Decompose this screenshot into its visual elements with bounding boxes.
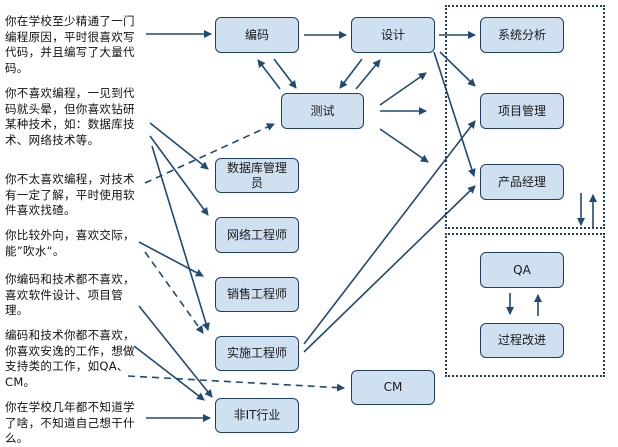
node-process-improvement: 过程改进 (480, 323, 564, 358)
edge-d2-dba (149, 122, 209, 170)
edge-testing-up (379, 72, 427, 106)
edge-design-pm (439, 51, 476, 87)
edge-testing-coding (257, 59, 281, 90)
edge-d4-impl (144, 251, 204, 334)
description-coding-lover: 你在学校至少精通了一门编程原因，平时很喜欢写代码，并且编写了大量代码。 (5, 14, 135, 75)
node-system-analysis: 系统分析 (480, 17, 564, 53)
edge-testing-down (379, 128, 429, 163)
node-product-manager: 产品经理 (480, 164, 564, 200)
edge-d4-sales (138, 241, 204, 277)
node-sales-engineer: 销售工程师 (215, 277, 299, 312)
description-bug-finder: 你不太喜欢编程，对技术有一定了解，平时使用软件喜欢找碴。 (5, 172, 135, 217)
node-design: 设计 (351, 17, 435, 53)
node-cm: CM (351, 370, 435, 405)
description-undecided: 你在学校几年都不知道学了啥，不知道自己想干什么。 (5, 400, 135, 445)
node-implementation-engineer: 实施工程师 (215, 336, 299, 371)
node-qa: QA (480, 252, 564, 288)
node-dba: 数据库管理员 (215, 158, 299, 193)
node-project-management: 项目管理 (480, 93, 564, 129)
node-network-engineer: 网络工程师 (215, 217, 299, 253)
edge-d5-nonit (138, 305, 213, 398)
edge-testing-design (355, 59, 381, 90)
group-quality-roles (445, 233, 605, 377)
edge-d2-impl (151, 145, 210, 331)
edge-design-testing (339, 58, 363, 89)
edge-d2-network (149, 135, 209, 216)
edge-d6-cm (127, 375, 345, 392)
edge-impl-pm (303, 120, 476, 345)
edge-coding-testing (273, 58, 297, 89)
node-coding: 编码 (215, 17, 299, 53)
edge-d6-nonit (133, 345, 205, 401)
description-extrovert: 你比较外向，喜欢交际，能”吹水“。 (5, 228, 135, 258)
edge-design-product (433, 51, 476, 177)
group-management-roles (445, 5, 605, 229)
node-non-it: 非IT行业 (215, 398, 299, 433)
node-testing: 测试 (281, 93, 364, 129)
edge-impl-product (303, 185, 476, 353)
description-design-management: 你编码和技术都不喜欢，喜欢软件设计、项目管理。 (5, 272, 135, 317)
description-support-role: 编码和技术你都不喜欢，你喜欢安逸的工作，想做支持类的工作，如QA、CM。 (5, 328, 135, 389)
description-tech-lover: 你不喜欢编程，一见到代码就头晕，但你喜欢钻研某种技术，如：数据库技术、网络技术等… (5, 86, 135, 147)
